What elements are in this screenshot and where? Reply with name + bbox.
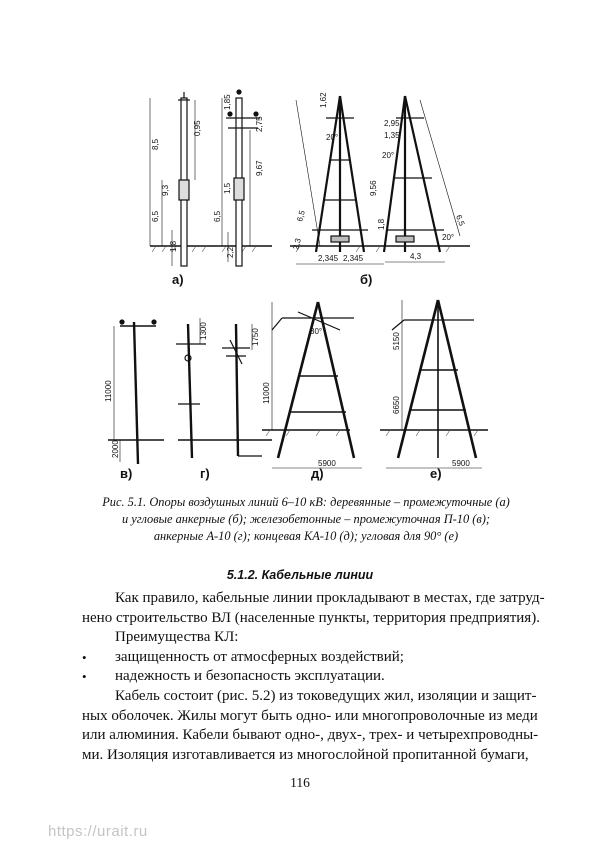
bullet-icon: • — [82, 669, 87, 685]
dim-label: 5900 — [452, 459, 470, 468]
caption-line: Рис. 5.1. Опоры воздушных линий 6–10 кВ:… — [102, 495, 510, 509]
dim-label: 2,95 — [384, 119, 400, 128]
pole-e — [386, 299, 482, 469]
sublabel-v: в) — [120, 466, 132, 481]
list-item: • защищенность от атмосферных воздействи… — [82, 648, 527, 668]
caption-line: и угловые анкерные (б); железобетонные –… — [121, 512, 491, 526]
dim-label: 2,75 — [255, 116, 264, 132]
watermark-url: https://urait.ru — [48, 823, 148, 840]
dim-label: 9,67 — [255, 160, 264, 176]
dim-label: 6650 — [392, 396, 401, 414]
dim-label: 9,56 — [369, 180, 378, 196]
sublabel-a: а) — [172, 272, 184, 287]
paragraph-line: ми. Изоляция изготавливается из многосло… — [82, 746, 529, 763]
dim-label: 1,5 — [223, 182, 232, 194]
ground-bottom — [108, 429, 488, 441]
dim-label: 2,345 — [343, 254, 364, 263]
paragraph-line: Кабель состоит (рис. 5.2) из токоведущих… — [115, 687, 537, 704]
dim-label: 1300 — [199, 322, 208, 340]
pole-g2 — [222, 323, 262, 457]
figure-caption: Рис. 5.1. Опоры воздушных линий 6–10 кВ:… — [78, 494, 534, 545]
dim-label: 20° — [382, 151, 394, 160]
body-text: Как правило, кабельные линии прокладываю… — [82, 589, 545, 765]
dim-label: 9,3 — [161, 184, 170, 196]
ground-hatch-top — [151, 245, 451, 253]
sublabel-d: д) — [311, 466, 324, 481]
sublabel-b: б) — [360, 272, 372, 287]
paragraph-line: Как правило, кабельные линии прокладываю… — [115, 590, 545, 606]
pole-d — [271, 301, 362, 469]
dim-label: 4,3 — [410, 252, 422, 261]
pole-g1 — [176, 318, 206, 459]
dim-label: 2000 — [111, 440, 120, 458]
sublabel-g: г) — [200, 466, 210, 481]
dim-label: 1,62 — [319, 92, 328, 108]
page-number: 116 — [290, 775, 310, 790]
poles-drawing: а) б) в) г) д) е) 8,5 0,95 9,3 6,5 1,8 1… — [104, 89, 488, 481]
dim-label: 6,5 — [454, 214, 466, 228]
advantages-heading: Преимущества КЛ: — [115, 629, 239, 646]
figure-5-1: а) б) в) г) д) е) 8,5 0,95 9,3 6,5 1,8 1… — [104, 89, 488, 481]
dim-label: 2,345 — [318, 254, 339, 263]
sublabel-e: е) — [430, 466, 442, 481]
bullet-icon: • — [82, 649, 87, 665]
dim-label: 2,3 — [291, 237, 303, 251]
dim-label: 11000 — [104, 380, 113, 402]
paragraph-line: нено строительство ВЛ (населенные пункты… — [82, 609, 540, 626]
pole-b2 — [382, 95, 461, 263]
dim-label: 1,35 — [384, 131, 400, 140]
dim-label: 5900 — [318, 459, 336, 468]
dim-label: 2,2 — [226, 246, 235, 258]
dim-label: 20° — [442, 233, 454, 242]
dim-label: 1,85 — [223, 94, 232, 110]
dim-label: 1,8 — [169, 240, 178, 252]
pole-a2 — [221, 89, 260, 267]
dim-label: 5150 — [392, 332, 401, 350]
dim-label: 20° — [326, 133, 338, 142]
list-item: • надежность и безопасность эксплуатации… — [82, 667, 527, 687]
dim-label: 1,8 — [377, 218, 386, 230]
pole-b1 — [295, 95, 384, 265]
list-item-text: защищенность от атмосферных воздействий; — [115, 648, 404, 665]
dim-label: 8,5 — [151, 138, 160, 150]
dim-label: 0,95 — [193, 120, 202, 136]
pole-a1 — [149, 92, 196, 267]
caption-line: анкерные А-10 (г); концевая КА-10 (д); у… — [153, 529, 459, 543]
paragraph-line: ных оболочек. Жилы могут быть одно- или … — [82, 707, 538, 724]
dim-label: 6,5 — [151, 210, 160, 222]
paragraph-line: или алюминия. Кабели бывают одно-, двух-… — [82, 727, 539, 744]
dim-label: 6,5 — [295, 209, 307, 223]
dim-label: 6,5 — [213, 210, 222, 222]
ground-hatch-bottom — [265, 429, 479, 437]
dim-label: 1750 — [251, 328, 260, 346]
list-item-text: надежность и безопасность эксплуатации. — [115, 668, 385, 685]
dim-label: 11000 — [262, 382, 271, 404]
dim-label: 30° — [310, 327, 322, 336]
section-title: 5.1.2. Кабельные линии — [226, 568, 374, 582]
pole-v — [113, 319, 157, 465]
